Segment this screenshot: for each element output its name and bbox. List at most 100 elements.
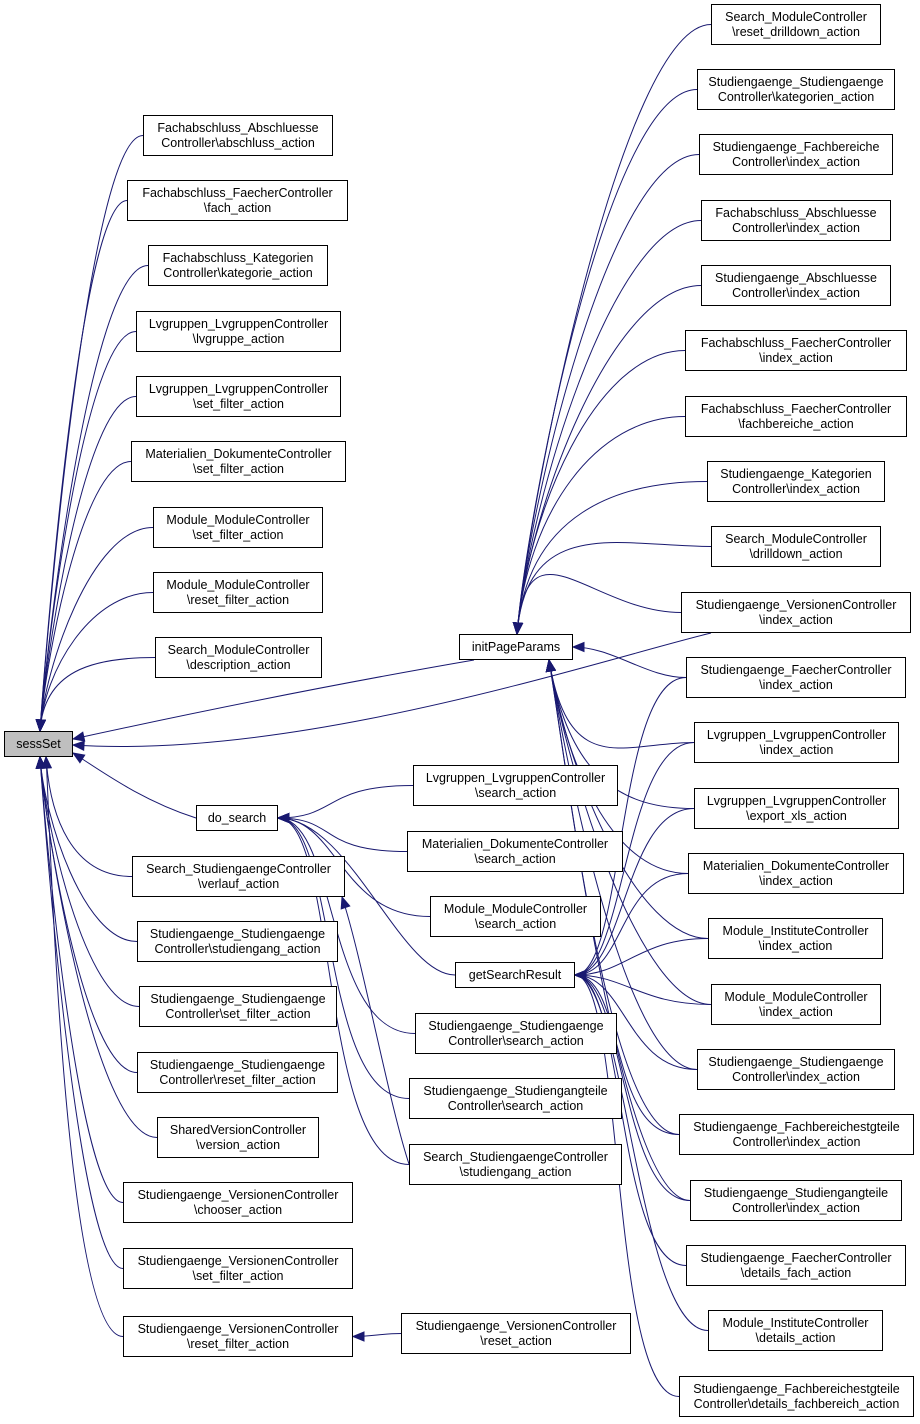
node-search-verlauf[interactable]: Search_StudiengaengeController\verlauf_a… bbox=[132, 856, 345, 897]
node-label-line: \details_fach_action bbox=[740, 1265, 852, 1280]
node-label-line: Controller\kategorien_action bbox=[717, 89, 875, 104]
node-getSearchResult[interactable]: getSearchResult bbox=[455, 962, 575, 988]
node-label-line: Controller\search_action bbox=[447, 1098, 584, 1113]
node-label-line: \set_filter_action bbox=[192, 1268, 284, 1283]
node-lvg-setfilter[interactable]: Lvgruppen_LvgruppenController\set_filter… bbox=[136, 376, 341, 417]
edge-stg_fb_index-to-initpageparams bbox=[516, 154, 700, 635]
node-versionen-reset-filter[interactable]: Studiengaenge_VersionenController\reset_… bbox=[123, 1316, 353, 1357]
node-fa-fach[interactable]: Fachabschluss_FaecherController\fach_act… bbox=[127, 180, 348, 221]
edge-stg_stg_index-to-initpageparams bbox=[548, 659, 698, 1070]
node-label-line: getSearchResult bbox=[468, 967, 562, 982]
edge-ver-reset-to-versionen-reset-filter-arrowhead bbox=[351, 1331, 365, 1342]
node-label-line: Search_ModuleController bbox=[725, 9, 867, 24]
node-label-line: Controller\index_action bbox=[732, 1134, 861, 1149]
edge-stg_teile_index-to-getsearchresult bbox=[574, 974, 691, 1201]
node-lvg-exportxls[interactable]: Lvgruppen_LvgruppenController\export_xls… bbox=[694, 788, 899, 829]
edge-fa_abschluss-to-sessset bbox=[39, 135, 144, 732]
node-search-description[interactable]: Search_ModuleController\description_acti… bbox=[155, 637, 322, 678]
node-label-line: \reset_filter_action bbox=[186, 1336, 290, 1351]
node-label-line: Lvgruppen_LvgruppenController bbox=[148, 316, 329, 331]
node-label-line: Studiengaenge_Studiengaenge bbox=[149, 1057, 326, 1072]
edge-stg_fbteile_details-to-getsearchresult-arrowhead bbox=[573, 969, 587, 981]
node-label-line: Controller\details_fachbereich_action bbox=[693, 1396, 900, 1411]
node-mod-resetfilter[interactable]: Module_ModuleController\reset_filter_act… bbox=[153, 572, 323, 613]
node-mod-search[interactable]: Module_ModuleController\search_action bbox=[430, 896, 601, 937]
node-label-line: Controller\index_action bbox=[732, 481, 860, 496]
node-label-line: Studiengaenge_Studiengaenge bbox=[149, 926, 326, 941]
node-label-line: \index_action bbox=[759, 742, 834, 757]
node-search-drilldown[interactable]: Search_ModuleController\drilldown_action bbox=[711, 526, 881, 567]
node-label-line: Fachabschluss_Abschluesse bbox=[715, 205, 877, 220]
node-lvg-search[interactable]: Lvgruppen_LvgruppenController\search_act… bbox=[413, 765, 618, 806]
node-ver-index[interactable]: Studiengaenge_VersionenController\index_… bbox=[681, 592, 911, 633]
node-label-line: Module_InstituteController bbox=[722, 1315, 869, 1330]
node-lvg-index[interactable]: Lvgruppen_LvgruppenController\index_acti… bbox=[694, 722, 899, 763]
node-search-stg[interactable]: Search_StudiengaengeController\studienga… bbox=[409, 1144, 622, 1185]
node-label-line: Controller\abschluss_action bbox=[161, 135, 315, 150]
node-mod-mod-index[interactable]: Module_ModuleController\index_action bbox=[711, 984, 881, 1025]
node-stg-faecher-details[interactable]: Studiengaenge_FaecherController\details_… bbox=[686, 1245, 906, 1286]
node-ver-setfilter[interactable]: Studiengaenge_VersionenController\set_fi… bbox=[123, 1248, 353, 1289]
node-label-line: Lvgruppen_LvgruppenController bbox=[148, 381, 329, 396]
node-do-search[interactable]: do_search bbox=[196, 805, 278, 831]
node-label-line: \search_action bbox=[474, 916, 557, 931]
node-label-line: do_search bbox=[207, 810, 267, 825]
edge-stg_fbteile_details-to-getsearchresult bbox=[574, 974, 680, 1397]
edge-search_verlauf-to-sessset bbox=[45, 756, 133, 877]
edge-stg_fbteile_index-to-getsearchresult bbox=[574, 974, 680, 1135]
node-fa-faecher-index[interactable]: Fachabschluss_FaecherController\index_ac… bbox=[685, 330, 907, 371]
node-label-line: \reset_action bbox=[480, 1333, 552, 1348]
node-label-line: \export_xls_action bbox=[746, 808, 847, 823]
node-label-line: Studiengaenge_Fachbereiche bbox=[712, 139, 880, 154]
node-ver-chooser[interactable]: Studiengaenge_VersionenController\choose… bbox=[123, 1182, 353, 1223]
node-mat-index[interactable]: Materialien_DokumenteController\index_ac… bbox=[688, 853, 904, 894]
edge-initpageparams-to-sessset bbox=[72, 659, 475, 740]
edge-stg_faecher_index-to-initpageparams bbox=[572, 646, 687, 678]
node-search-resetdrill[interactable]: Search_ModuleController\reset_drilldown_… bbox=[711, 4, 881, 45]
node-label-line: Studiengaenge_Studiengangteile bbox=[703, 1185, 889, 1200]
node-label-line: Controller\set_filter_action bbox=[165, 1006, 311, 1021]
node-label-line: Lvgruppen_LvgruppenController bbox=[706, 793, 887, 808]
node-label-line: \index_action bbox=[759, 677, 833, 692]
edges bbox=[35, 24, 712, 1397]
edge-versionen_reset_filter-to-sessset-arrowhead bbox=[41, 755, 52, 769]
node-fa-faecher-fb[interactable]: Fachabschluss_FaecherController\fachbere… bbox=[685, 396, 907, 437]
node-mod-setfilter[interactable]: Module_ModuleController\set_filter_actio… bbox=[153, 507, 323, 548]
node-label-line: Lvgruppen_LvgruppenController bbox=[706, 727, 887, 742]
node-stg-faecher-index[interactable]: Studiengaenge_FaecherController\index_ac… bbox=[686, 657, 906, 698]
node-mod-inst-index[interactable]: Module_InstituteController\index_action bbox=[708, 918, 883, 959]
node-mat-search[interactable]: Materialien_DokumenteController\search_a… bbox=[407, 831, 623, 872]
node-label-line: Studiengaenge_Studiengangteile bbox=[423, 1083, 608, 1098]
node-lvg-lvgruppe[interactable]: Lvgruppen_LvgruppenController\lvgruppe_a… bbox=[136, 311, 341, 352]
node-label-line: \search_action bbox=[474, 785, 557, 800]
node-label-line: Search_StudiengaengeController bbox=[423, 1149, 608, 1164]
node-shared-version[interactable]: SharedVersionController\version_action bbox=[157, 1117, 319, 1158]
node-label-line: Module_ModuleController bbox=[166, 512, 310, 527]
node-initPageParams[interactable]: initPageParams bbox=[459, 634, 573, 660]
node-label-line: Studiengaenge_Fachbereichestgteile bbox=[693, 1119, 900, 1134]
node-label-line: Controller\index_action bbox=[732, 285, 860, 300]
node-mod-inst-details[interactable]: Module_InstituteController\details_actio… bbox=[708, 1310, 883, 1351]
node-ver-reset[interactable]: Studiengaenge_VersionenController\reset_… bbox=[401, 1313, 631, 1354]
node-mat-setfilter[interactable]: Materialien_DokumenteController\set_filt… bbox=[131, 441, 346, 482]
node-root: sessSet bbox=[4, 731, 73, 757]
edge-versionen_reset_filter-to-sessset bbox=[45, 756, 124, 1337]
edge-ver-index-to-sessset bbox=[72, 632, 712, 748]
